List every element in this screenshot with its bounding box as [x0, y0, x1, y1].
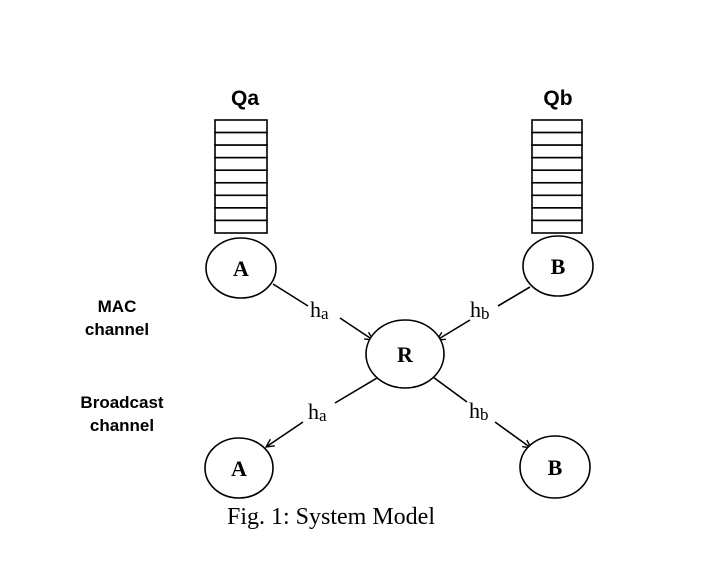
node-b-top: B	[522, 235, 594, 297]
mac-label-line-1: MAC	[98, 297, 137, 316]
queue-cell	[214, 181, 268, 197]
queue-cell	[531, 169, 583, 184]
node-a-top: A	[205, 237, 277, 299]
broadcast-label-line-2: channel	[90, 416, 154, 435]
queue-qb	[531, 119, 583, 234]
queue-cell	[214, 194, 268, 209]
queue-label-qa: Qa	[231, 87, 259, 110]
edge-b-r-arrow	[437, 319, 471, 340]
queue-cell	[531, 194, 583, 209]
node-b-bottom: B	[519, 435, 591, 499]
broadcast-label-line-1: Broadcast	[80, 393, 163, 412]
edge-r-b-arrow	[494, 421, 531, 448]
edge-label-ha-mac: ha	[310, 297, 329, 323]
queue-cell	[531, 131, 583, 146]
node-relay: R	[365, 319, 445, 389]
queue-cell	[531, 219, 583, 234]
queue-qa	[214, 119, 268, 234]
edge-r-a-segment-1	[334, 377, 378, 404]
queue-cell	[531, 119, 583, 134]
figure-caption: Fig. 1: System Model	[227, 504, 435, 530]
queue-cell	[531, 156, 583, 172]
edge-label-ha-broadcast: ha	[308, 399, 327, 425]
queue-cell	[214, 207, 268, 222]
edge-b-r-segment-1	[497, 286, 531, 307]
queue-cell	[214, 169, 268, 184]
queue-cell	[214, 144, 268, 159]
edge-label-hb-mac: hb	[470, 297, 490, 323]
edge-a-r-segment-1	[272, 283, 309, 307]
edge-r-b-segment-1	[432, 376, 468, 403]
node-relay-label: R	[397, 342, 414, 367]
node-a-bottom: A	[204, 437, 274, 499]
mac-label-line-2: channel	[85, 320, 149, 339]
edge-a-r-arrow	[339, 317, 373, 340]
node-b-bottom-label: B	[548, 455, 563, 480]
edge-r-a-arrow	[266, 421, 304, 447]
queue-cell	[214, 156, 268, 172]
queue-label-qb: Qb	[543, 87, 572, 110]
queue-cell	[214, 219, 268, 234]
queue-cell	[531, 181, 583, 197]
node-b-top-label: B	[551, 254, 566, 279]
edge-label-hb-broadcast: hb	[469, 398, 489, 424]
node-a-bottom-label: A	[231, 456, 247, 481]
queue-cell	[531, 144, 583, 159]
queue-cell	[214, 131, 268, 146]
queue-cell	[531, 207, 583, 222]
queue-cell	[214, 119, 268, 134]
node-a-top-label: A	[233, 256, 249, 281]
